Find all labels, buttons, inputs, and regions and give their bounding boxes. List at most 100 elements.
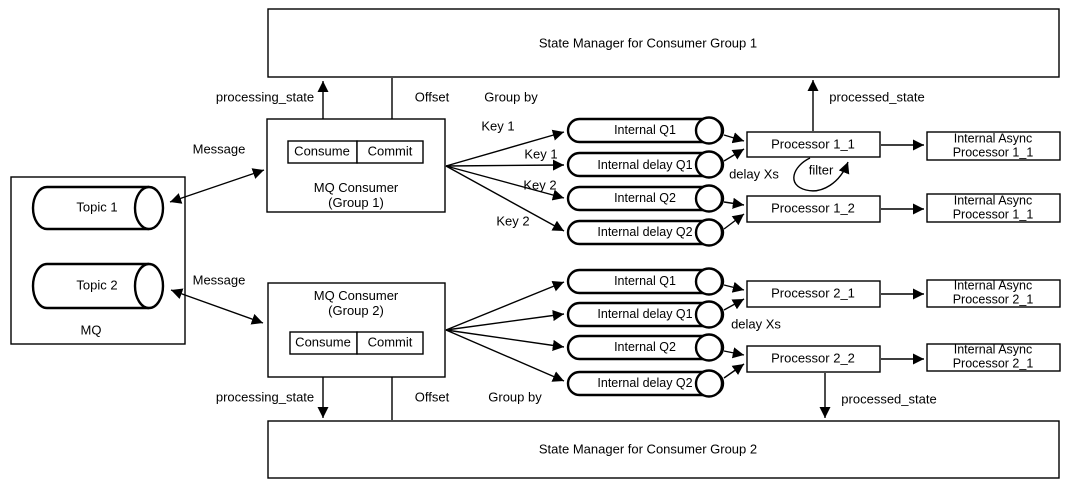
consumer-group2-line1: MQ Consumer	[313, 288, 399, 304]
async-1-2-line2: Processor 1_1	[952, 208, 1034, 222]
queue-internal-q2-g2	[566, 333, 725, 362]
message-arrow-g2	[170, 288, 264, 325]
filter-self-loop-arrow	[793, 157, 850, 192]
delayq1-to-processor11	[723, 148, 745, 162]
q1-to-processor11	[723, 132, 745, 144]
processor-2-2-label: Processor 2_2	[771, 350, 855, 366]
queue-label-q2-g2: Internal Q2	[614, 339, 676, 354]
async-processor-1-2-box	[926, 193, 1061, 223]
consumer-group1-title: MQ Consumer (Group 1)	[313, 180, 399, 211]
processor-1-2-label: Processor 1_2	[771, 200, 855, 216]
fanout-key2-q2-g1	[445, 165, 565, 201]
delay-xs-label-g1: delay Xs	[729, 166, 779, 182]
delayq2-to-processor12	[723, 213, 745, 230]
queue-label-delayq1-g1: Internal delay Q1	[597, 157, 693, 172]
processor-2-1-label: Processor 2_1	[771, 285, 855, 301]
async-processor-1-2-label: Internal Async Processor 1_1	[953, 194, 1034, 223]
async-1-1-line2: Processor 1_1	[952, 146, 1034, 160]
group-by-label-g1: Group by	[484, 89, 538, 105]
processed-state-label-g1: processed_state	[829, 89, 925, 105]
queue-internal-delay-q2-g1	[566, 218, 725, 247]
consumer-group2-box	[267, 282, 446, 378]
async-processor-2-1-box	[926, 279, 1061, 308]
consume-label-g1: Consume	[294, 143, 350, 159]
filter-label: filter	[808, 162, 834, 178]
commit-label-g2: Commit	[367, 334, 413, 350]
state-manager-1-title: State Manager for Consumer Group 1	[538, 35, 758, 51]
queue-internal-delay-q1-g1	[566, 150, 725, 179]
async-processor-1-1-label: Internal Async Processor 1_1	[953, 132, 1034, 161]
processor-1-2-box	[746, 195, 881, 223]
fanout-key1-q1-g1	[445, 129, 565, 167]
state-manager-2-title: State Manager for Consumer Group 2	[538, 441, 758, 457]
commit-box-g2	[356, 331, 424, 355]
q2-to-processor22	[723, 347, 745, 359]
state-manager-1-box	[267, 8, 1060, 78]
queue-label-delayq2-g1: Internal delay Q2	[597, 224, 693, 239]
async-2-1-line1: Internal Async	[953, 278, 1033, 293]
async-processor-2-1-label: Internal Async Processor 2_1	[953, 279, 1034, 308]
consumer-group2-line2: (Group 2)	[328, 303, 384, 318]
key2-label-b: Key 2	[496, 213, 530, 229]
topic-1-cylinder	[31, 185, 165, 231]
queue-internal-q1-g1	[566, 116, 725, 145]
fanout-delayq2-g2	[445, 329, 565, 382]
message-label-g1: Message	[192, 141, 246, 157]
async-2-1-line2: Processor 2_1	[952, 293, 1034, 307]
queue-internal-q2-g1	[566, 184, 725, 213]
async-2-2-line1: Internal Async	[953, 342, 1033, 357]
message-arrow-g1	[169, 168, 265, 204]
topic-2-label: Topic 2	[76, 277, 118, 293]
async-processor-2-2-box	[926, 343, 1061, 372]
queue-label-q1-g2: Internal Q1	[614, 273, 676, 288]
delayq2-to-processor22	[723, 363, 745, 379]
key1-label-b: Key 1	[524, 146, 558, 162]
processor-1-1-box	[746, 131, 881, 158]
group-by-label-g2: Group by	[488, 389, 542, 405]
processing-state-label-g1: processing_state	[215, 89, 315, 105]
async-processor-1-1-box	[926, 131, 1061, 161]
async-1-1-line1: Internal Async	[953, 131, 1033, 146]
key1-label-a: Key 1	[481, 118, 515, 134]
mq-box	[10, 176, 186, 345]
offset-label-g1: Offset	[414, 89, 450, 105]
consumer-group1-line1: MQ Consumer	[313, 180, 399, 196]
connector-arrows	[169, 78, 924, 420]
fanout-delayq1-g2	[445, 309, 565, 331]
processor-1-1-label: Processor 1_1	[771, 136, 855, 152]
consumer-group1-box	[266, 118, 446, 213]
queue-label-delayq1-g2: Internal delay Q1	[597, 306, 693, 321]
processor-2-2-box	[746, 345, 881, 373]
fanout-q2-g2	[445, 329, 565, 351]
queue-internal-delay-q1-g2	[566, 300, 725, 329]
queue-internal-q1-g2	[566, 267, 725, 296]
processor-2-1-box	[746, 280, 881, 308]
key2-label-a: Key 2	[523, 177, 557, 193]
queue-internal-delay-q2-g2	[566, 369, 725, 398]
delayq1-to-processor21	[723, 298, 745, 311]
async-2-2-line2: Processor 2_1	[952, 357, 1034, 371]
mq-label: MQ	[80, 322, 102, 338]
delay-xs-label-g2: delay Xs	[731, 316, 781, 332]
processed-state-label-g2: processed_state	[841, 391, 937, 407]
q1-to-processor21	[723, 281, 745, 293]
topic-1-label: Topic 1	[76, 199, 118, 215]
topic-2-cylinder	[31, 262, 165, 310]
commit-label-g1: Commit	[367, 143, 413, 159]
message-label-g2: Message	[192, 272, 246, 288]
offset-label-g2: Offset	[414, 389, 450, 405]
async-processor-2-2-label: Internal Async Processor 2_1	[953, 343, 1034, 372]
fanout-key1-delayq1-g1	[445, 159, 565, 171]
fanout-q1-g2	[445, 281, 565, 331]
commit-box-g1	[356, 140, 424, 164]
processing-state-label-g2: processing_state	[215, 389, 315, 405]
consumer-group2-title: MQ Consumer (Group 2)	[313, 288, 399, 319]
queue-label-q2-g1: Internal Q2	[614, 190, 676, 205]
queue-label-delayq2-g2: Internal delay Q2	[597, 375, 693, 390]
state-manager-2-box	[267, 420, 1060, 479]
consumer-group1-line2: (Group 1)	[328, 195, 384, 210]
q2-to-processor12	[723, 197, 745, 209]
queue-label-q1-g1: Internal Q1	[614, 122, 676, 137]
fanout-key2-delayq2-g1	[445, 165, 565, 232]
